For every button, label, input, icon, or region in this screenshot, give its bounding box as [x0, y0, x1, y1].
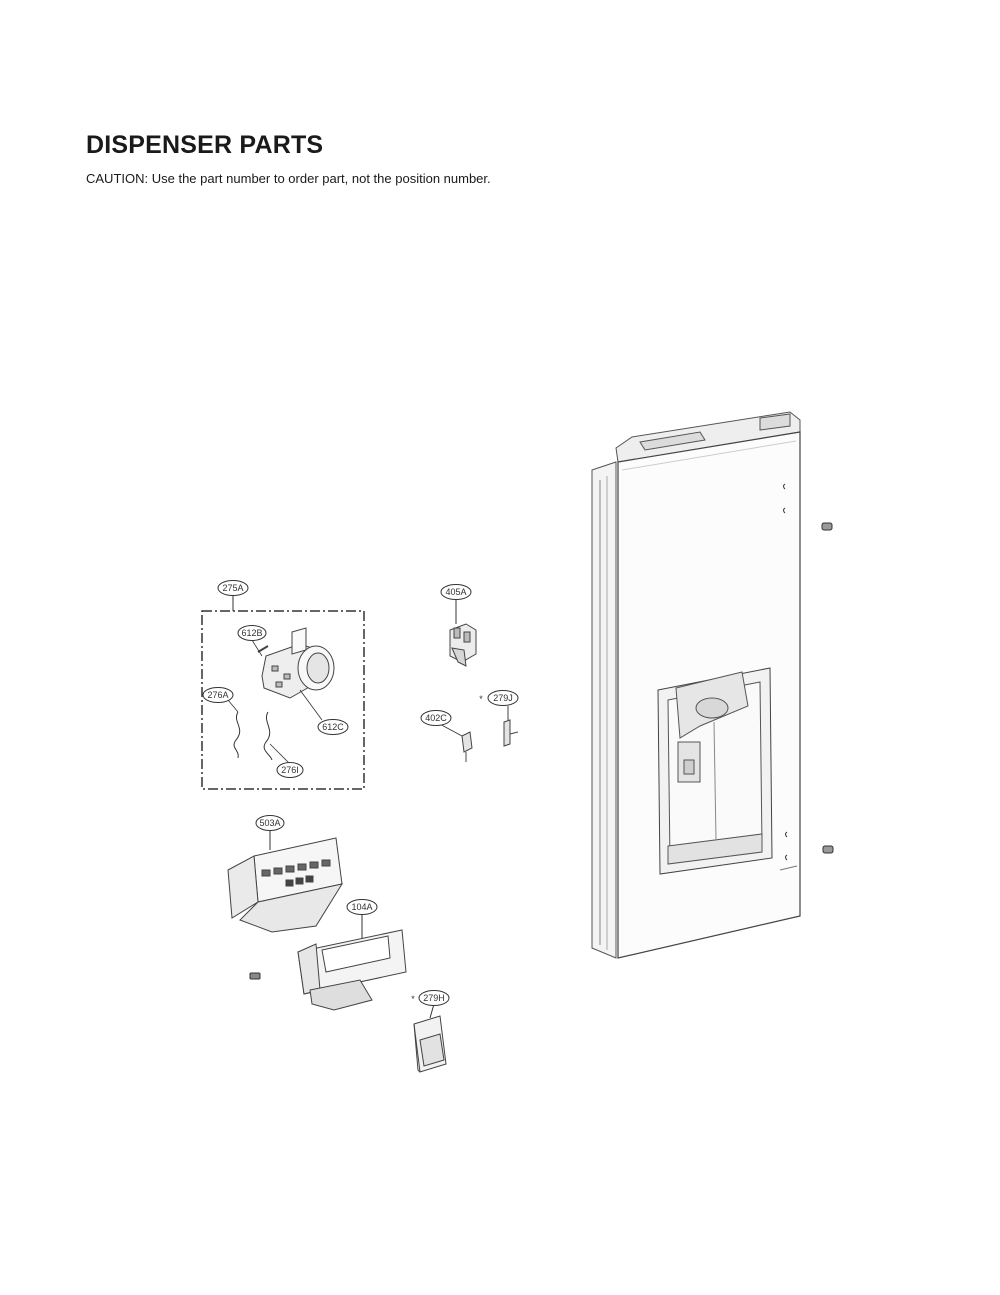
callout-279H: * 279H: [411, 990, 450, 1006]
page-title: DISPENSER PARTS: [86, 131, 324, 159]
asterisk-279J: *: [479, 694, 483, 704]
callout-104A: 104A: [346, 899, 378, 915]
valve-405A: [449, 600, 477, 667]
callout-402C: 402C: [420, 710, 452, 726]
cover-279H: [413, 1003, 447, 1073]
svg-text:612B: 612B: [241, 628, 262, 638]
svg-text:612C: 612C: [322, 722, 344, 732]
assembly-275A-box: [201, 596, 365, 790]
callout-275A: 275A: [217, 580, 249, 596]
callout-503A: 503A: [255, 815, 285, 831]
callout-405A: 405A: [440, 584, 472, 600]
svg-text:275A: 275A: [222, 583, 243, 593]
small-parts-402C-279J: [461, 706, 519, 762]
callout-276A: 276A: [202, 687, 234, 703]
dispenser-housing-104A: [297, 914, 407, 1011]
callout-612C: 612C: [317, 719, 349, 735]
leader-lines: [227, 639, 463, 765]
svg-text:276I: 276I: [281, 765, 299, 775]
callout-612B: 612B: [237, 625, 267, 641]
callout-279J: * 279J: [479, 690, 519, 706]
svg-text:276A: 276A: [207, 690, 228, 700]
svg-text:405A: 405A: [445, 587, 466, 597]
svg-text:104A: 104A: [351, 902, 372, 912]
wire-harnesses: [233, 711, 273, 761]
caution-note: CAUTION: Use the part number to order pa…: [86, 171, 491, 186]
svg-text:279J: 279J: [493, 693, 513, 703]
control-panel-503A: [227, 830, 344, 933]
door-panel: [591, 411, 801, 959]
asterisk-279H: *: [411, 994, 415, 1004]
callout-276I: 276I: [276, 762, 304, 778]
svg-text:503A: 503A: [259, 818, 280, 828]
svg-text:402C: 402C: [425, 713, 447, 723]
hinge-screws: [821, 522, 834, 854]
svg-text:279H: 279H: [423, 993, 445, 1003]
screw-part: [249, 972, 261, 980]
ice-maker-motor: [257, 627, 335, 699]
